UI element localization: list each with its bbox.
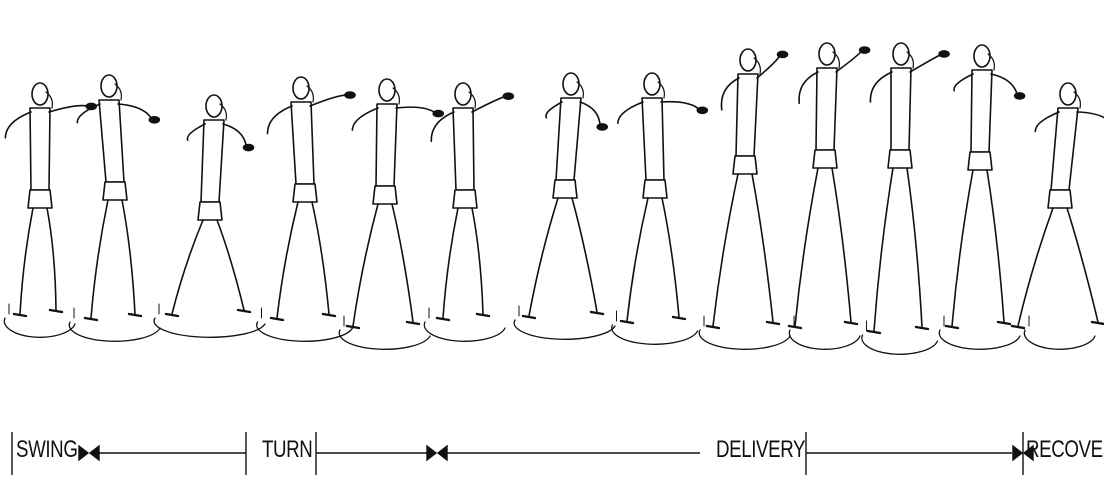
phase-label-turn: TURN [262, 432, 312, 468]
discus-icon [433, 111, 443, 117]
discus-icon [244, 145, 254, 151]
discus-icon [778, 51, 788, 57]
discus-icon [697, 107, 707, 113]
phase-label-delivery: DELIVERY [716, 432, 805, 468]
discus-icon [860, 47, 870, 53]
phase-label-swing: SWING [16, 432, 77, 468]
discus-icon [1015, 93, 1025, 99]
discus-icon [503, 93, 513, 99]
discus-icon [597, 124, 607, 130]
discus-icon [939, 51, 949, 57]
phase-label-recovery: RECOVERY [1026, 432, 1104, 468]
discus-icon [345, 92, 355, 98]
discus-icon [149, 117, 159, 123]
